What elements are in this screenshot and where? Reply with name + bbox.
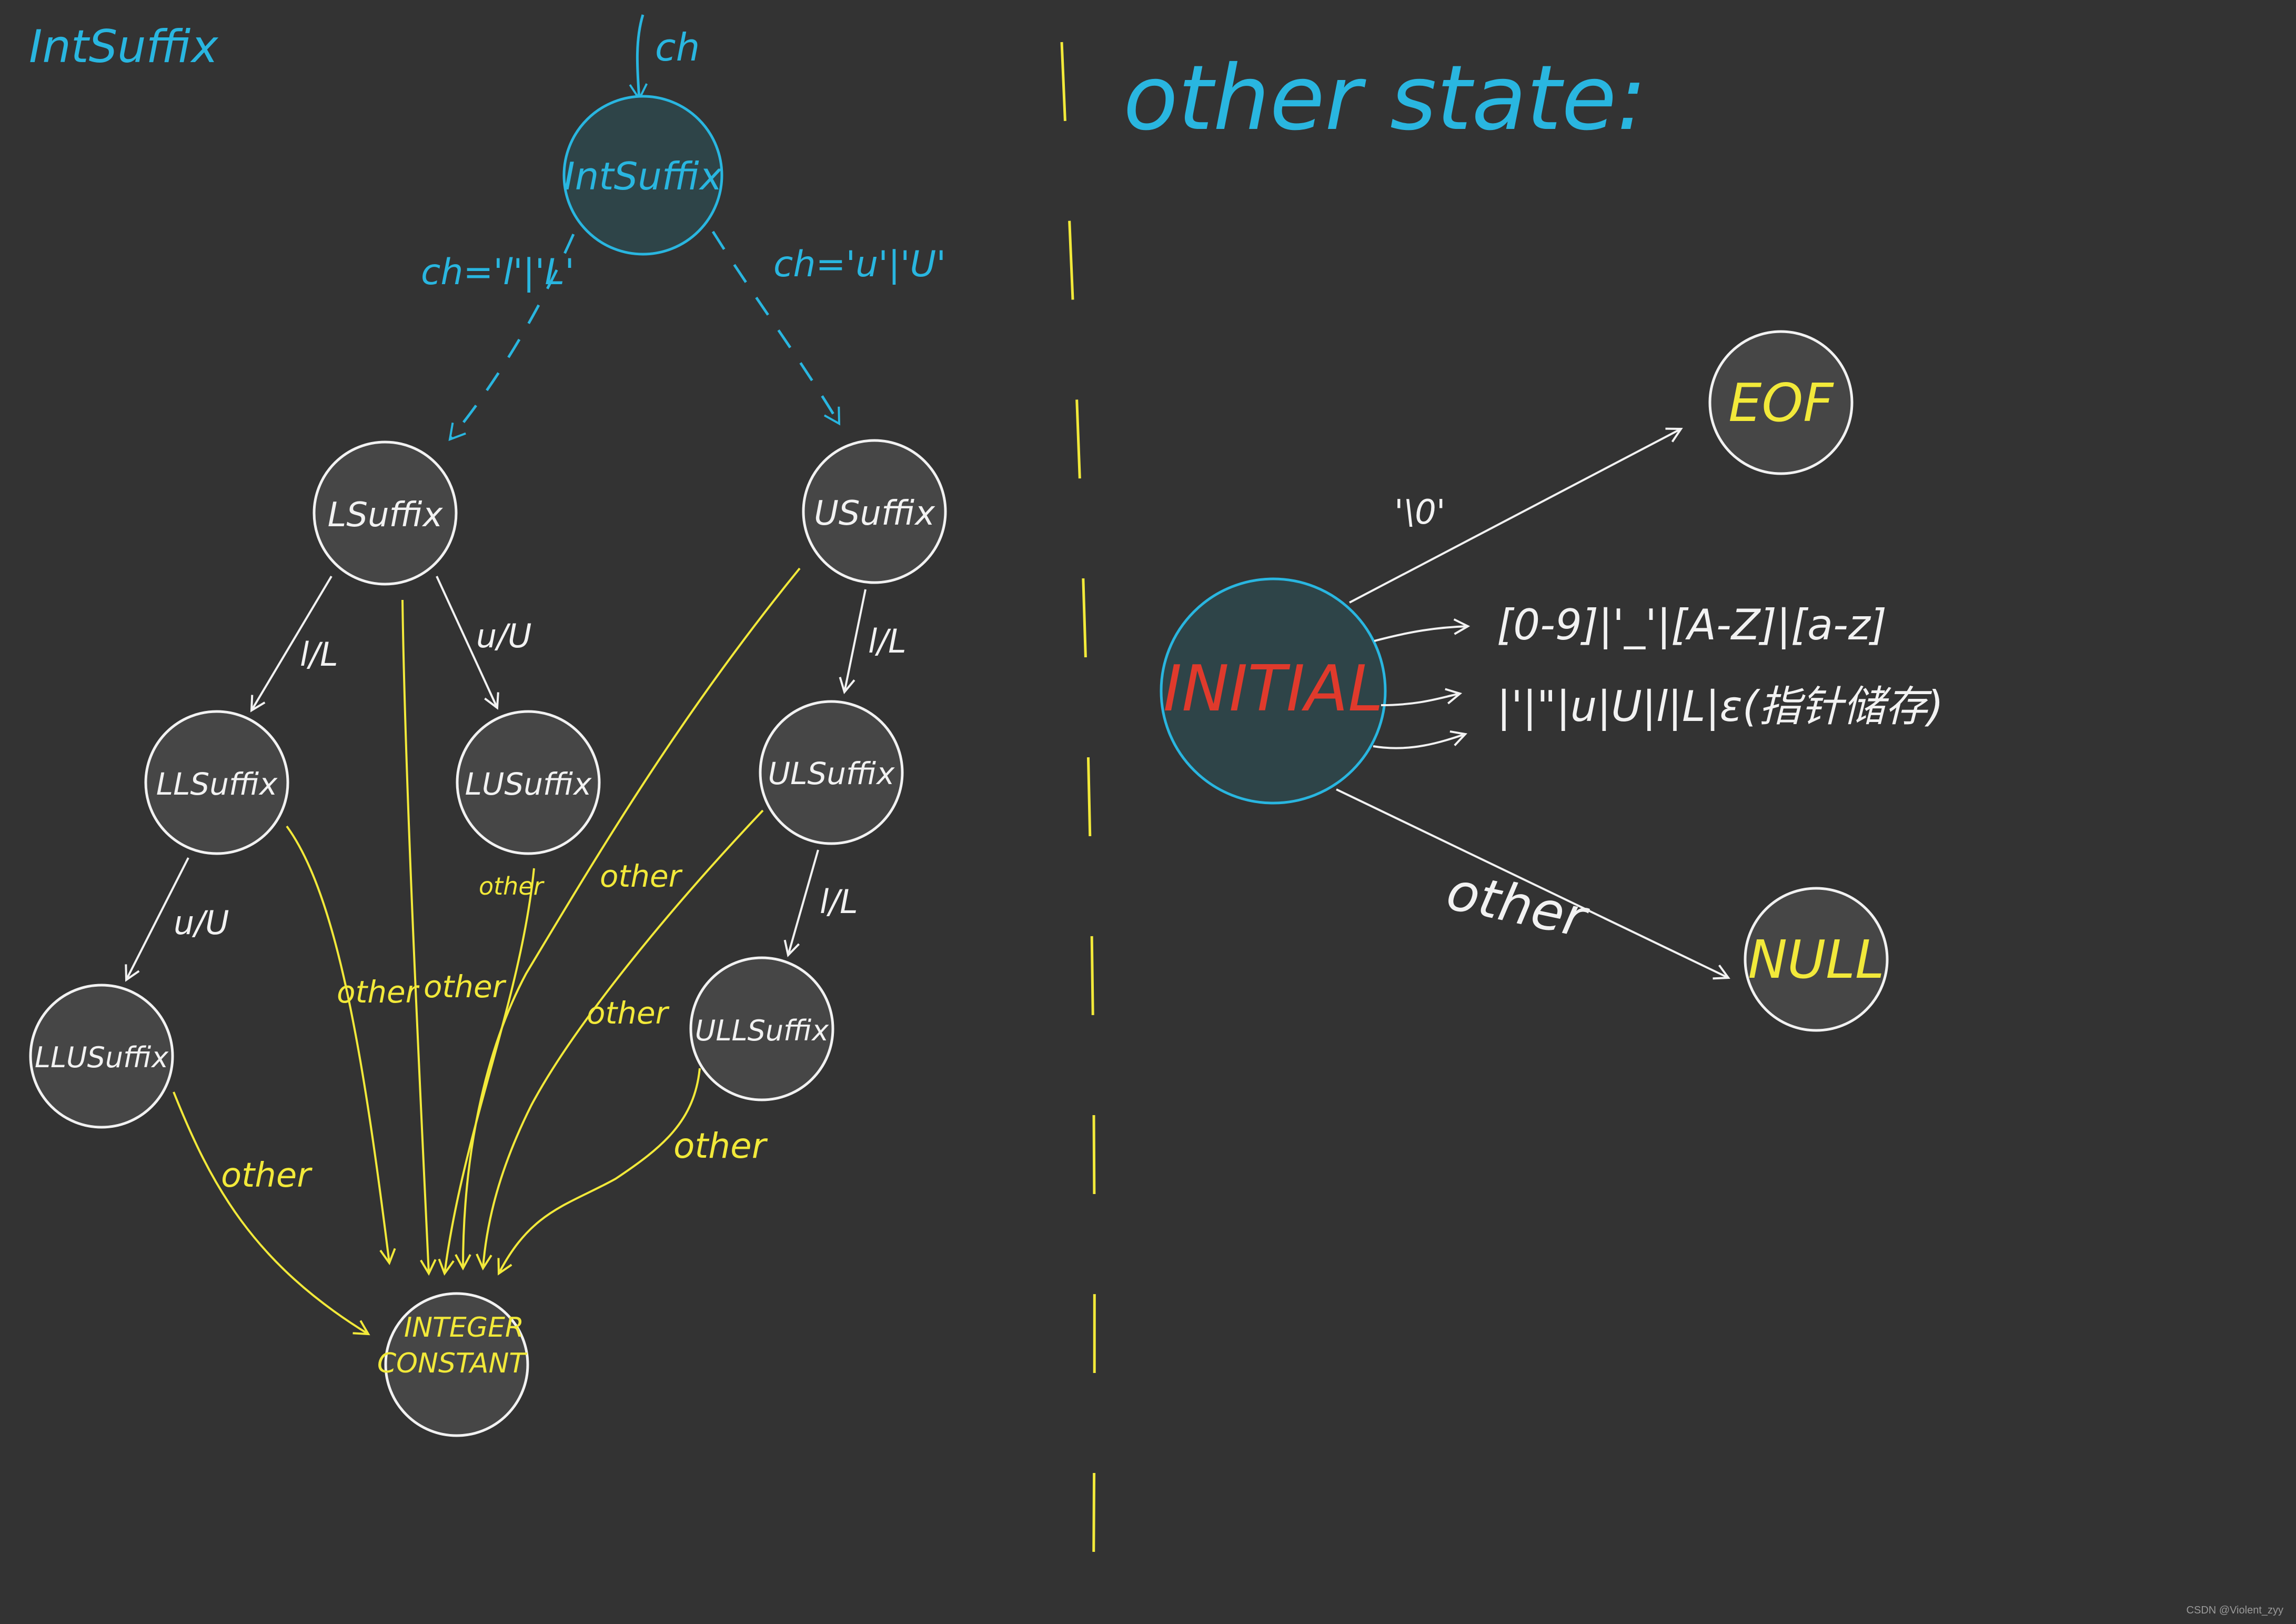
node-llusuffix: LLUSuffix [29, 984, 174, 1129]
edge-usuffix-to-ulsuffix [839, 589, 867, 695]
entry-arrow [629, 14, 648, 102]
initial-loop-row2: |'|"|u|U|l|L|ε(指针储存) [1497, 682, 1943, 731]
edge-initial-self-1 [1374, 618, 1471, 642]
edge-ll-llu-label: u/U [174, 904, 229, 942]
edge-llsuffix-other [286, 825, 396, 1266]
node-null: NULL [1744, 887, 1889, 1032]
node-ullsuffix: ULLSuffix [689, 956, 834, 1101]
edge-usuffix-other [455, 567, 801, 1271]
edge-other-label-3: other [424, 969, 507, 1005]
node-integer-line2: CONSTANT [377, 1348, 528, 1379]
node-llsuffix-label: LLSuffix [156, 766, 278, 802]
edge-other-label-6: other [587, 995, 670, 1031]
edge-lsuffix-to-lusuffix [436, 576, 499, 710]
edge-initial-self-3 [1373, 730, 1468, 749]
node-eof: EOF [1708, 330, 1854, 475]
edge-l-lu-label: u/U [476, 617, 532, 655]
divider-line [1060, 42, 1096, 1606]
node-lusuffix: LUSuffix [456, 710, 601, 855]
edge-llusuffix-other [173, 1091, 370, 1336]
watermark: CSDN @Violent_zyy [2186, 1605, 2283, 1616]
node-initial-label: INITIAL [1163, 653, 1383, 726]
edge-null-label: other [1442, 860, 1595, 950]
edge-other-label-5: other [600, 858, 683, 894]
edge-eof-label: '\0' [1394, 493, 1445, 532]
edge-other-label-2: other [337, 974, 420, 1010]
node-intsuffix-label: IntSuffix [563, 154, 722, 198]
node-integer-constant: INTEGER CONSTANT [377, 1292, 529, 1437]
edge-ulsuffix-other [476, 809, 764, 1271]
node-intsuffix: IntSuffix [562, 95, 723, 256]
edge-u-ul-label: l/L [868, 622, 907, 660]
edge-other-label-4: other [479, 872, 545, 900]
edge-int-to-usuffix [711, 230, 841, 426]
node-lsuffix-label: LSuffix [328, 496, 444, 535]
node-ullsuffix-label: ULLSuffix [695, 1014, 829, 1047]
node-ulsuffix-label: ULSuffix [768, 756, 895, 791]
node-integer-line1: INTEGER [404, 1312, 524, 1344]
edge-initial-to-eof [1349, 427, 1683, 604]
node-initial: INITIAL [1160, 577, 1387, 805]
edge-initial-to-null [1336, 788, 1730, 980]
edge-lsuffix-other [401, 599, 437, 1276]
edge-ulsuffix-to-ullsuffix [783, 849, 819, 958]
edge-ullsuffix-other [497, 1068, 701, 1276]
node-eof-label: EOF [1728, 372, 1834, 434]
node-usuffix-label: USuffix [814, 494, 935, 533]
node-ulsuffix: ULSuffix [759, 700, 904, 845]
edge-l-ll-label: l/L [300, 635, 338, 674]
edge-other-label-7: other [673, 1126, 768, 1166]
node-llsuffix: LLSuffix [144, 710, 289, 855]
node-lsuffix: LSuffix [313, 440, 458, 586]
entry-label: ch [655, 25, 700, 69]
edge-other-label-1: other [221, 1156, 313, 1195]
edge-int-to-lsuffix [448, 233, 575, 442]
node-null-label: NULL [1748, 929, 1884, 990]
edge-lsuffix-to-llsuffix [250, 575, 333, 713]
initial-loop-row1: [0-9]|'_'|[A-Z]|[a-z] [1497, 600, 1887, 650]
edge-initial-self-2 [1381, 688, 1463, 706]
left-heading: IntSuffix [29, 21, 219, 73]
edge-int-l-label: ch='l'|'L' [421, 252, 575, 293]
edge-lusuffix-other [438, 868, 535, 1276]
right-heading: other state: [1123, 46, 1647, 151]
edge-llsuffix-to-llusuffix [125, 857, 189, 982]
node-usuffix: USuffix [802, 439, 947, 584]
edge-ul-ull-label: l/L [820, 883, 858, 921]
node-lusuffix-label: LUSuffix [465, 766, 592, 802]
edge-int-u-label: ch='u'|'U' [773, 244, 946, 285]
node-llusuffix-label: LLUSuffix [35, 1041, 169, 1074]
